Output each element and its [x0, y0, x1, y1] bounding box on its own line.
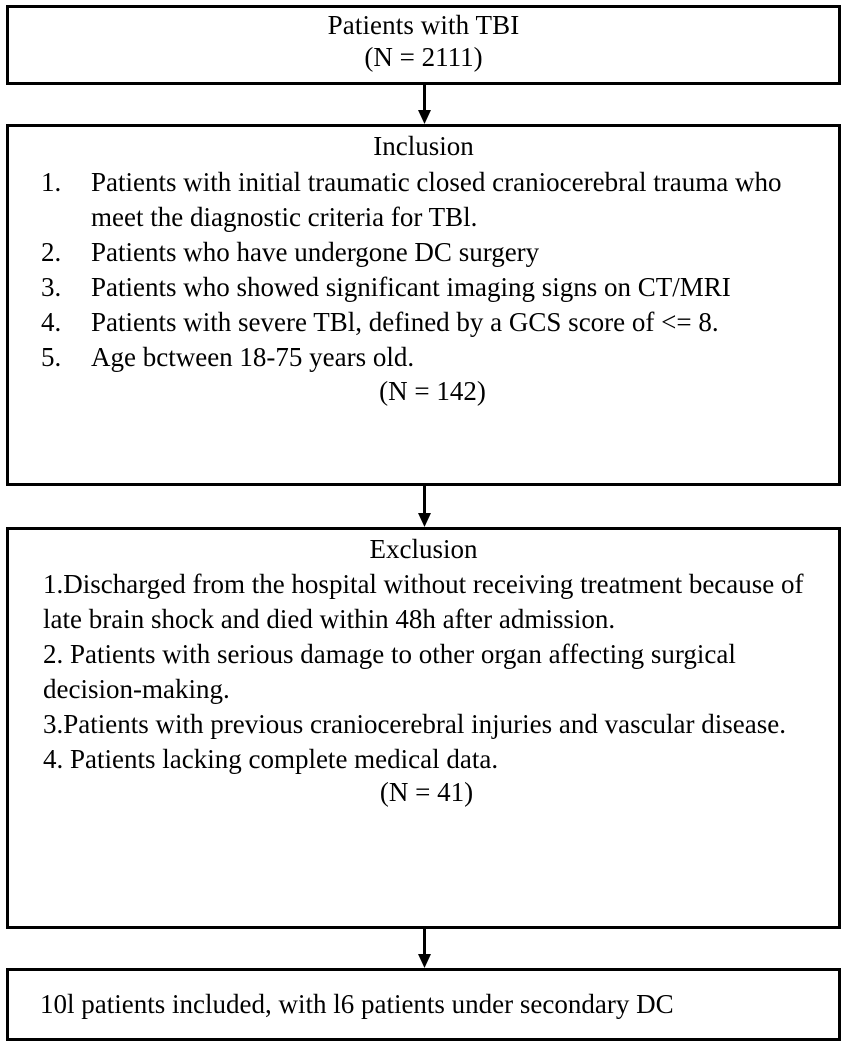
list-item: 2. Patients with serious damage to other… — [43, 638, 736, 704]
list-item: 4. Patients lacking complete medical dat… — [43, 743, 499, 774]
list-item-text: Patients with initial traumatic closed c… — [91, 166, 782, 232]
source-box-title: Patients with TBI — [327, 10, 520, 40]
inclusion-box-content: Inclusion 1. Patients with initial traum… — [9, 127, 838, 407]
list-item-text: Patients who showed significant imaging … — [91, 271, 731, 302]
exclusion-heading: Exclusion — [369, 534, 478, 564]
list-marker: 2. — [41, 236, 62, 267]
exclusion-criteria-list: 1.Discharged from the hospital without r… — [9, 567, 838, 777]
source-box-content: Patients with TBI (N = 2111) — [9, 8, 838, 74]
final-cohort-box: 10l patients included, with l6 patients … — [6, 968, 841, 1041]
list-item: 1. Patients with initial traumatic close… — [9, 165, 838, 235]
final-cohort-text: 10l patients included, with l6 patients … — [40, 989, 674, 1020]
inclusion-heading: Inclusion — [373, 131, 474, 161]
arrow-source-to-inclusion — [416, 85, 433, 124]
source-box-count: (N = 2111) — [364, 41, 483, 72]
list-item-text: Patients who have undergone DC surgery — [91, 236, 540, 267]
list-item-text: Age bctween 18-75 years old. — [91, 341, 415, 372]
list-item: 5. Age bctween 18-75 years old. — [9, 340, 838, 375]
inclusion-criteria-box: Inclusion 1. Patients with initial traum… — [6, 124, 841, 486]
exclusion-box-content: Exclusion 1.Discharged from the hospital… — [9, 530, 838, 808]
exclusion-criteria-box: Exclusion 1.Discharged from the hospital… — [6, 527, 841, 929]
inclusion-count: (N = 142) — [379, 375, 486, 406]
arrow-inclusion-to-exclusion — [416, 486, 433, 527]
list-marker: 5. — [41, 341, 62, 372]
list-item: 3.Patients with previous craniocerebral … — [43, 708, 787, 739]
list-item: 1.Discharged from the hospital without r… — [43, 568, 804, 634]
list-marker: 3. — [41, 271, 62, 302]
inclusion-criteria-list: 1. Patients with initial traumatic close… — [9, 165, 838, 375]
final-box-content: 10l patients included, with l6 patients … — [9, 971, 838, 1038]
list-item: 2. Patients who have undergone DC surger… — [9, 235, 838, 270]
list-marker: 1. — [41, 166, 62, 197]
list-item-text: Patients with severe TBl, defined by a G… — [91, 306, 719, 337]
exclusion-count: (N = 41) — [379, 776, 474, 807]
source-population-box: Patients with TBI (N = 2111) — [6, 5, 841, 85]
list-item: 3. Patients who showed significant imagi… — [9, 270, 838, 305]
list-marker: 4. — [41, 306, 62, 337]
arrow-exclusion-to-final — [416, 929, 433, 968]
list-item: 4. Patients with severe TBl, defined by … — [9, 305, 838, 340]
